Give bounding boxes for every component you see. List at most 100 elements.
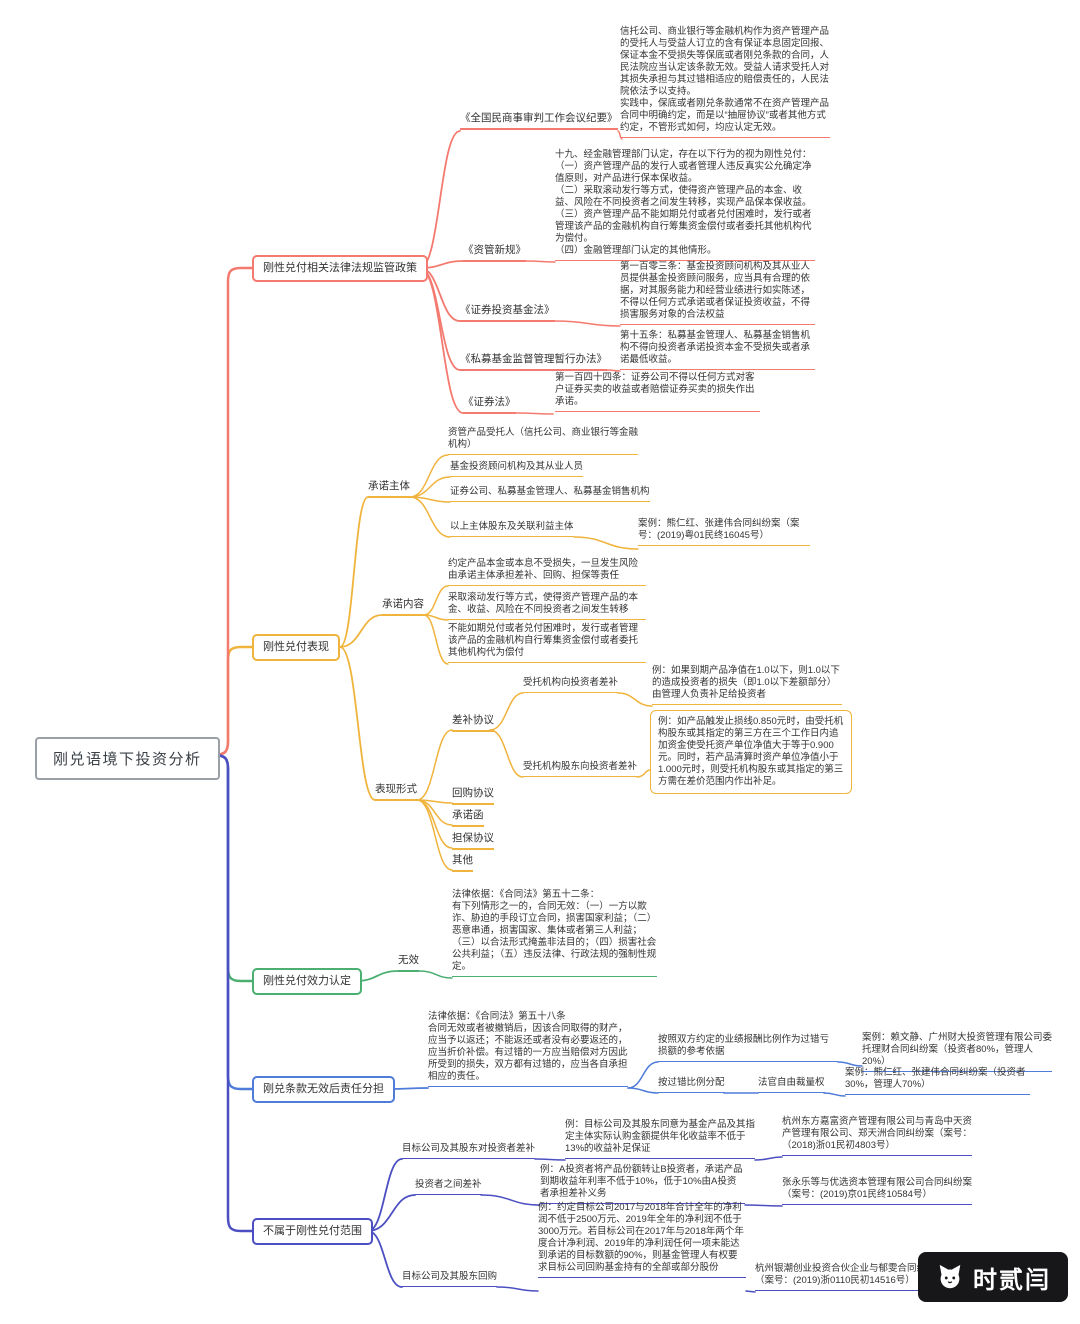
exclusion-item-label[interactable]: 目标公司及其股东回购 [402,1271,498,1287]
policy-item-label[interactable]: 《证券投资基金法》 [460,304,555,322]
connector-line [211,753,254,1233]
connector-line [745,1290,756,1293]
connector-line [627,1087,659,1094]
policy-item-detail[interactable]: 信托公司、商业银行等金融机构作为资产管理产品的受托人与受益人订立的含有保证本息固… [620,26,830,138]
node-shareholder-to-investor[interactable]: 受托机构股东向投资者差补 [523,761,638,777]
connector-line [617,130,623,140]
form-item[interactable]: 回购协议 [452,787,494,805]
case-note[interactable]: 案例：赖文静、广州财大投资管理有限公司委托理财合同纠纷案（投资者80%，管理人2… [862,1032,1052,1072]
policy-item-detail[interactable]: 第一百零三条：基金投资顾问机构及其从业人员提供基金投资顾问服务，应当具有合理的依… [620,261,815,325]
connector-line [573,536,639,550]
connector-line [367,1158,403,1232]
connector-line [627,1061,659,1089]
legal-basis-note[interactable]: 法律依据：《合同法》第五十二条： 有下列情形之一的，合同无效：（一）一方以欺诈、… [452,889,657,977]
connector-line [339,614,383,648]
example-note[interactable]: 例：如产品触发止损线0.850元时，由受托机构股东或其指定的第三方在三个工作日内… [650,710,852,794]
connector-line [409,454,449,498]
content-item[interactable]: 采取滚动发行等方式，使得资产管理产品的本金、收益、风险在不同投资者之间发生转移 [448,592,646,620]
connector-line [416,729,453,801]
connector-line [418,970,453,979]
case-note[interactable]: 案例：熊仁红、张建伟合同纠纷案（案号：(2019)粤01民终16045号） [638,518,810,546]
watermark-label: 时贰闫 [973,1266,1051,1294]
connector-line [515,412,554,415]
connector-line [355,970,399,982]
policy-item-detail[interactable]: 十九、经金融管理部门认定，存在以下行为的视为刚性兑付： （一）资产管理产品的发行… [555,149,815,261]
liability-rule[interactable]: 按照双方约定的业绩报酬比例作为过错亏损额的参考依据 [658,1034,838,1062]
example-note[interactable]: 例：约定目标公司2017与2018年合计全年的净利润不低于2500万元、2019… [538,1202,746,1278]
policy-item-label[interactable]: 《证券法》 [463,396,516,414]
connector-line [211,266,254,757]
connector-line [416,799,453,871]
connector-line [339,646,376,801]
form-item[interactable]: 担保协议 [452,832,494,850]
connector-line [744,1204,783,1207]
node-trustee-to-investor[interactable]: 受托机构向投资者差补 [523,677,619,693]
connector-line [489,692,524,731]
validity-connectors [355,970,453,982]
subject-item[interactable]: 基金投资顾问机构及其从业人员 [450,461,584,477]
content-item[interactable]: 约定产品本金或本息不受损失，一旦发生风险由承诺主体承担差补、回购、担保等责任 [448,558,646,586]
connector-line [211,753,254,983]
example-note[interactable]: 例：A投资者将产品份额转让B投资者，承诺产品到期收益年利率不低于10%，低于10… [540,1164,745,1204]
connector-line [339,496,369,648]
node-promise-subject[interactable]: 承诺主体 [368,480,410,498]
connector-line [754,1156,783,1161]
connector-line [554,320,621,327]
connector-line [423,585,449,616]
subject-item[interactable]: 证券公司、私募基金管理人、私募基金销售机构 [450,486,650,502]
subject-item[interactable]: 资管产品受托人（信托公司、商业银行等金融机构） [448,427,638,455]
connector-line [617,692,653,707]
exclusion-item-label[interactable]: 目标公司及其股东对投资者差补 [402,1143,536,1159]
case-note[interactable]: 案例：熊仁红、张建伟合同纠纷案（投资者30%，管理人70%） [845,1067,1030,1095]
connector-line [496,1286,539,1292]
connector-line [419,267,464,414]
watermark-badge: 时贰闫 [918,1252,1068,1302]
liability-rule[interactable]: 按过错比例分配 [658,1077,725,1093]
connector-line [489,729,524,778]
connector-line [389,1087,429,1090]
branch-validity[interactable]: 刚性兑付效力认定 [252,968,362,995]
connector-line [837,1061,863,1067]
branch-liability[interactable]: 刚兑条款无效后责任分担 [252,1076,395,1103]
subject-item[interactable]: 以上主体股东及关联利益主体 [450,521,574,537]
form-item[interactable]: 其他 [452,854,473,872]
connector-line [480,1194,541,1206]
case-note[interactable]: 杭州银潮创业投资合伙企业与郁雯合同纠纷案（案号：(2019)浙0110民初145… [755,1263,950,1291]
case-note[interactable]: 张永乐等与优选资本管理有限公司合同纠纷案（案号：(2019)京01民终10584… [782,1177,972,1205]
policy-item-label[interactable]: 《资管新规》 [463,244,526,262]
connector-line [211,753,254,1091]
branch-manifestation[interactable]: 刚性兑付表现 [252,634,340,661]
mindmap-root[interactable]: 刚兑语境下投资分析 [35,737,220,780]
example-note[interactable]: 例：如果到期产品净值在1.0以下，则1.0以下的造成投资者的损失（即1.0以下差… [652,665,842,705]
branch-not-rigid[interactable]: 不属于刚性兑付范围 [252,1218,373,1245]
case-note[interactable]: 杭州东方嘉富资产管理有限公司与青岛中天资产管理有限公司、郑天洲合同纠纷案（案号：… [782,1116,972,1156]
content-item[interactable]: 不能如期兑付或者兑付困难时，发行或者管理该产品的金融机构自行筹集资金偿付或者委托… [448,623,646,663]
connector-line [367,1194,416,1232]
connector-line [636,769,651,778]
legal-basis-note[interactable]: 法律依据：《合同法》第五十八条 合同无效或者被撤销后，因该合同取得的财产，应当予… [428,1011,628,1087]
connector-line [525,260,556,263]
policy-item-label[interactable]: 《私募基金监督管理暂行办法》 [460,353,607,371]
node-expression-form[interactable]: 表现形式 [375,783,417,801]
branch-policy[interactable]: 刚性兑付相关法律法规监管政策 [252,255,428,282]
connector-line [423,614,449,665]
node-judge-discretion[interactable]: 法官自由裁量权 [758,1077,825,1093]
connector-line [409,476,451,498]
form-item[interactable]: 承诺函 [452,809,484,827]
policy-item-label[interactable]: 《全国民商事审判工作会议纪要》 [460,112,618,130]
node-margin-agreement[interactable]: 差补协议 [452,714,494,732]
policy-item-detail[interactable]: 第一百四十四条：证券公司不得以任何方式对客户证券买卖的收益或者赔偿证券买卖的损失… [555,372,760,412]
connector-line [606,369,621,372]
node-invalid[interactable]: 无效 [398,954,419,972]
connector-line [409,496,451,538]
example-note[interactable]: 例：目标公司及其股东同意为基金产品及其指定主体实际认购金额提供年化收益率不低于1… [565,1119,755,1159]
cat-icon [939,1264,961,1289]
connector-line [534,1158,566,1161]
connector-line [419,130,461,269]
connector-line [367,1230,403,1288]
manifestation-connectors [339,454,653,871]
node-promise-content[interactable]: 承诺内容 [382,598,424,616]
exclusion-item-label[interactable]: 投资者之间差补 [415,1179,482,1195]
policy-item-detail[interactable]: 第十五条：私募基金管理人、私募基金销售机构不得向投资者承诺投资本金不受损失或者承… [620,330,815,370]
